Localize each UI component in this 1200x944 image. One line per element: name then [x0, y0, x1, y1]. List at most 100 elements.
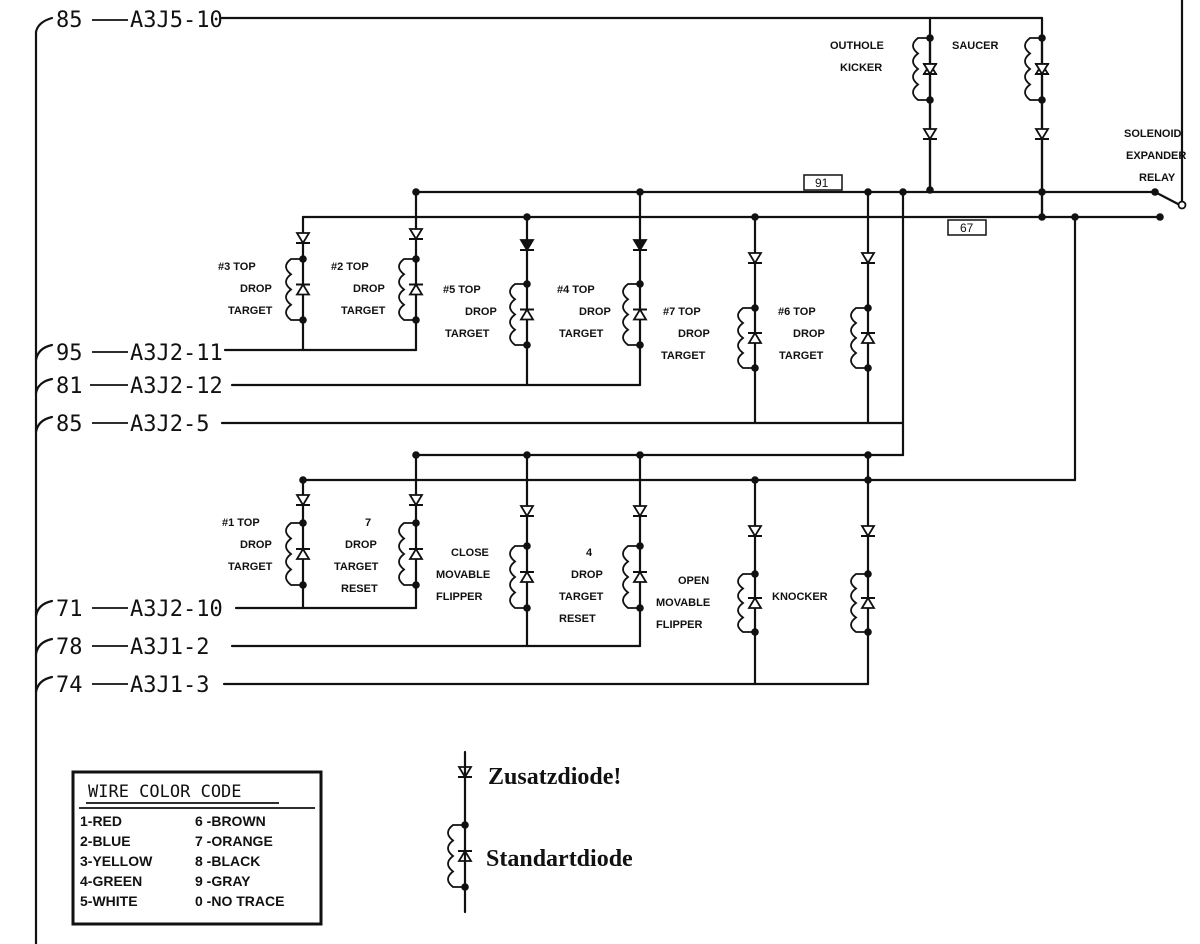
t3-label-3: TARGET [228, 305, 273, 317]
left-trunk [34, 16, 54, 944]
target-6-unit-dot-top [864, 304, 872, 312]
r4-label-4: RESET [559, 613, 596, 625]
wire-num-row6: 74 [56, 673, 83, 698]
outhole-label-1: OUTHOLE [830, 40, 884, 52]
outhole-kicker-unit [912, 37, 938, 190]
r4-label-1: 4 [586, 547, 593, 559]
knocker-unit [850, 525, 876, 633]
knocker-label: KNOCKER [772, 591, 828, 603]
saucer-label: SAUCER [952, 40, 999, 52]
t1-label-2: DROP [240, 539, 272, 551]
bus-junction-7 [523, 213, 531, 221]
target-2-unit-coil-winding [398, 258, 416, 321]
wire-color-legend: WIRE COLOR CODE 1-RED 2-BLUE 3-YELLOW 4-… [71, 770, 323, 926]
r7-label-3: TARGET [334, 561, 379, 573]
outhole-kicker-unit-coil-winding [912, 37, 930, 101]
target-4-unit-standard-diode-triangle [632, 307, 648, 321]
target-4-unit [622, 236, 648, 346]
open-flipper-unit-dot-top [751, 570, 759, 578]
t6-label-2: DROP [793, 328, 825, 340]
horizontal-wires [220, 16, 1044, 686]
reset-7-unit-coil-winding [398, 522, 416, 586]
target-5-unit-coil-winding [509, 283, 527, 346]
wire-num-row4: 71 [56, 597, 83, 622]
outhole-kicker-unit-dot-top [926, 34, 934, 42]
t2-label-1: #2 TOP [331, 261, 369, 273]
target-4-unit-coil-winding [622, 283, 640, 346]
bus-lines [301, 190, 1162, 527]
close-flipper-unit-extra-diode-triangle [519, 505, 535, 518]
bus-91-text: 91 [815, 176, 829, 190]
target-1-unit [285, 494, 311, 586]
open-label-2: MOVABLE [656, 597, 710, 609]
close-label-3: FLIPPER [436, 591, 483, 603]
legend-left-5: 5-WHITE [80, 893, 138, 909]
bus-junction-1 [636, 188, 644, 196]
r7-label-2: DROP [345, 539, 377, 551]
outhole-kicker-unit-dot-bottom [926, 96, 934, 104]
t5-label-2: DROP [465, 306, 497, 318]
reset-4-unit [622, 505, 648, 609]
outhole-inner-diode-triangle [922, 63, 938, 76]
legend-left-1: 1-RED [80, 813, 122, 829]
close-flipper-unit-dot-bottom [523, 604, 531, 612]
bus-junction-6 [1151, 188, 1159, 196]
t2-label-2: DROP [353, 283, 385, 295]
knocker-unit-standard-diode-triangle [860, 596, 876, 609]
branch-71 [34, 599, 54, 618]
label-dashes [90, 19, 128, 685]
wire-conn-row4: A3J2-10 [130, 597, 223, 622]
close-label-2: MOVABLE [436, 569, 490, 581]
target-2-unit [398, 228, 424, 321]
open-flipper-unit-coil-winding [737, 573, 755, 633]
t4-label-2: DROP [579, 306, 611, 318]
wire-conn-row3: A3J2-5 [130, 412, 209, 437]
bus-67-text: 67 [960, 221, 974, 235]
t5-label-3: TARGET [445, 328, 490, 340]
wire-conn-row2: A3J2-12 [130, 374, 223, 399]
close-flipper-unit-dot-top [523, 542, 531, 550]
saucer-unit-extra-diode-triangle [1034, 128, 1050, 141]
target-5-unit-dot-top [523, 280, 531, 288]
bus-junction-5 [1038, 188, 1046, 196]
knocker-unit-dot-bottom [864, 628, 872, 636]
close-flipper-unit [509, 505, 535, 609]
note-extra-diode: Zusatzdiode! [488, 764, 621, 790]
open-label-3: FLIPPER [656, 619, 703, 631]
close-flipper-unit-coil-winding [509, 545, 527, 609]
close-flipper-unit-standard-diode-triangle [519, 570, 535, 583]
legend-left-2: 2-BLUE [80, 833, 131, 849]
close-label-1: CLOSE [451, 547, 489, 559]
reset-7-unit-dot-bottom [412, 581, 420, 589]
target-5-unit-dot-bottom [523, 341, 531, 349]
wire-conn-row1: A3J2-11 [130, 341, 223, 366]
bus-label-91: 91 [803, 174, 843, 191]
t5-label-1: #5 TOP [443, 284, 481, 296]
wire-num-row3: 85 [56, 412, 83, 437]
wire-conn-top: A3J5-10 [130, 8, 223, 33]
bus-junction-3 [899, 188, 907, 196]
open-flipper-unit-extra-diode-triangle [747, 525, 763, 538]
target-6-unit-dot-bottom [864, 364, 872, 372]
wire-conn-row6: A3J1-3 [130, 673, 209, 698]
legend-right-2: 7 -ORANGE [195, 833, 273, 849]
target-4-unit-extra-diode-triangle [632, 239, 648, 252]
target-6-unit-extra-diode-triangle [860, 252, 876, 265]
r4-label-3: TARGET [559, 591, 604, 603]
relay-label-3: RELAY [1139, 172, 1176, 184]
saucer-unit-dot-bottom [1038, 96, 1046, 104]
legend-title: WIRE COLOR CODE [88, 782, 242, 802]
target-3-unit-dot-bottom [299, 316, 307, 324]
target-2-unit-dot-bottom [412, 316, 420, 324]
branch-78 [34, 637, 54, 656]
r7-label-1: 7 [365, 517, 371, 529]
target-7-unit-dot-bottom [751, 364, 759, 372]
bus-junction-0 [412, 188, 420, 196]
branch-85b [34, 415, 54, 434]
wire-conn-row5: A3J1-2 [130, 635, 209, 660]
reset-4-unit-standard-diode-triangle [632, 570, 648, 583]
target-2-unit-extra-diode-triangle [408, 228, 424, 241]
t7-label-1: #7 TOP [663, 306, 701, 318]
t7-label-2: DROP [678, 328, 710, 340]
